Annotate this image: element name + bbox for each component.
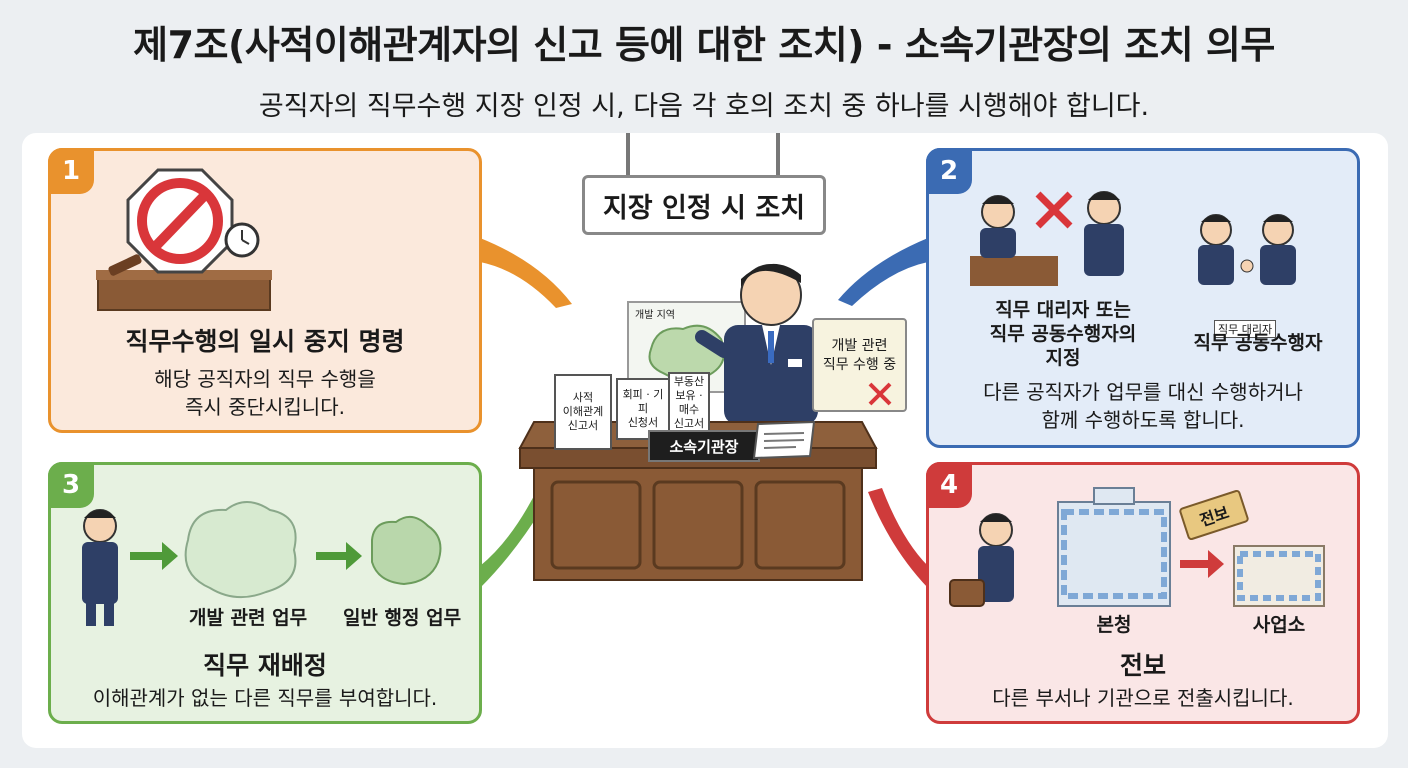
name-badge-icon [788, 359, 802, 367]
deputy-illustration [970, 191, 1296, 286]
arrow-right-icon [130, 542, 178, 570]
transfer-illustration [949, 487, 1325, 607]
bubble-x-icon [868, 382, 892, 406]
panel-3-heading: 직무 재배정 [203, 651, 327, 680]
panel-2-side-label: 직무 공동수행자 [1193, 332, 1323, 354]
admin-area-map [371, 515, 442, 586]
document-conflict-report: 사적 이해관계 신고서 [554, 374, 612, 450]
connector-4 [868, 488, 928, 588]
headquarters-building-icon [1057, 501, 1171, 607]
official-figure [695, 263, 818, 425]
map-label: 개발 지역 [635, 310, 675, 321]
panel-4-from-label: 본청 [1096, 614, 1132, 636]
page-title: 제7조(사적이해관계자의 신고 등에 대한 조치) - 소속기관장의 조치 의무 [133, 23, 1275, 67]
connector-1 [480, 238, 572, 308]
arrow-right-icon-2 [316, 542, 362, 570]
panel-4-description: 다른 부서나 기관으로 전출시킵니다. [992, 686, 1294, 710]
development-area-map [184, 501, 297, 599]
panel-4-to-label: 사업소 [1252, 614, 1306, 636]
panel-1-description: 해당 공직자의 직무 수행을 즉시 중단시킵니다. [154, 367, 376, 419]
panel-2-heading: 직무 대리자 또는 직무 공동수행자의 지정 [989, 299, 1137, 369]
document-recusal-request: 회피 · 기피 신청서 [616, 378, 670, 440]
nameplate: 소속기관장 [648, 430, 760, 462]
reject-x-icon [1035, 191, 1073, 229]
panel-2-description: 다른 공직자가 업무를 대신 수행하거나 함께 수행하도록 합니다. [983, 380, 1303, 432]
panel-number-2: 2 [926, 148, 972, 194]
panel-3-to-label: 일반 행정 업무 [342, 607, 462, 629]
connector-2 [838, 238, 928, 306]
handshake-icon [1240, 259, 1254, 273]
suitcase-icon [949, 579, 985, 607]
panel-number-1: 1 [48, 148, 94, 194]
gavel-icon [108, 254, 142, 276]
panel-3-description: 이해관계가 없는 다른 직무를 부여합니다. [92, 686, 438, 710]
speech-bubble: 개발 관련 직무 수행 중 [812, 318, 907, 412]
deputy-tag: 직무 대리자 [1214, 320, 1277, 338]
arrow-right-icon-3 [1180, 550, 1224, 578]
desk-paper-icon [752, 420, 816, 460]
panel-1-heading: 직무수행의 일시 중지 명령 [125, 327, 405, 356]
action-sign: 지장 인정 시 조치 [582, 175, 826, 235]
reassignment-illustration [82, 501, 442, 626]
panel-number-4: 4 [926, 462, 972, 508]
panel-3-from-label: 개발 관련 업무 [188, 607, 308, 629]
panel-4-heading: 전보 [1119, 651, 1166, 680]
stop-sign-desk-illustration [96, 168, 272, 311]
page-subtitle: 공직자의 직무수행 지장 인정 시, 다음 각 호의 조치 중 하나를 시행해야… [258, 91, 1150, 122]
document-property-report: 부동산 보유 · 매수 신고서 [668, 372, 710, 434]
panel-number-3: 3 [48, 462, 94, 508]
